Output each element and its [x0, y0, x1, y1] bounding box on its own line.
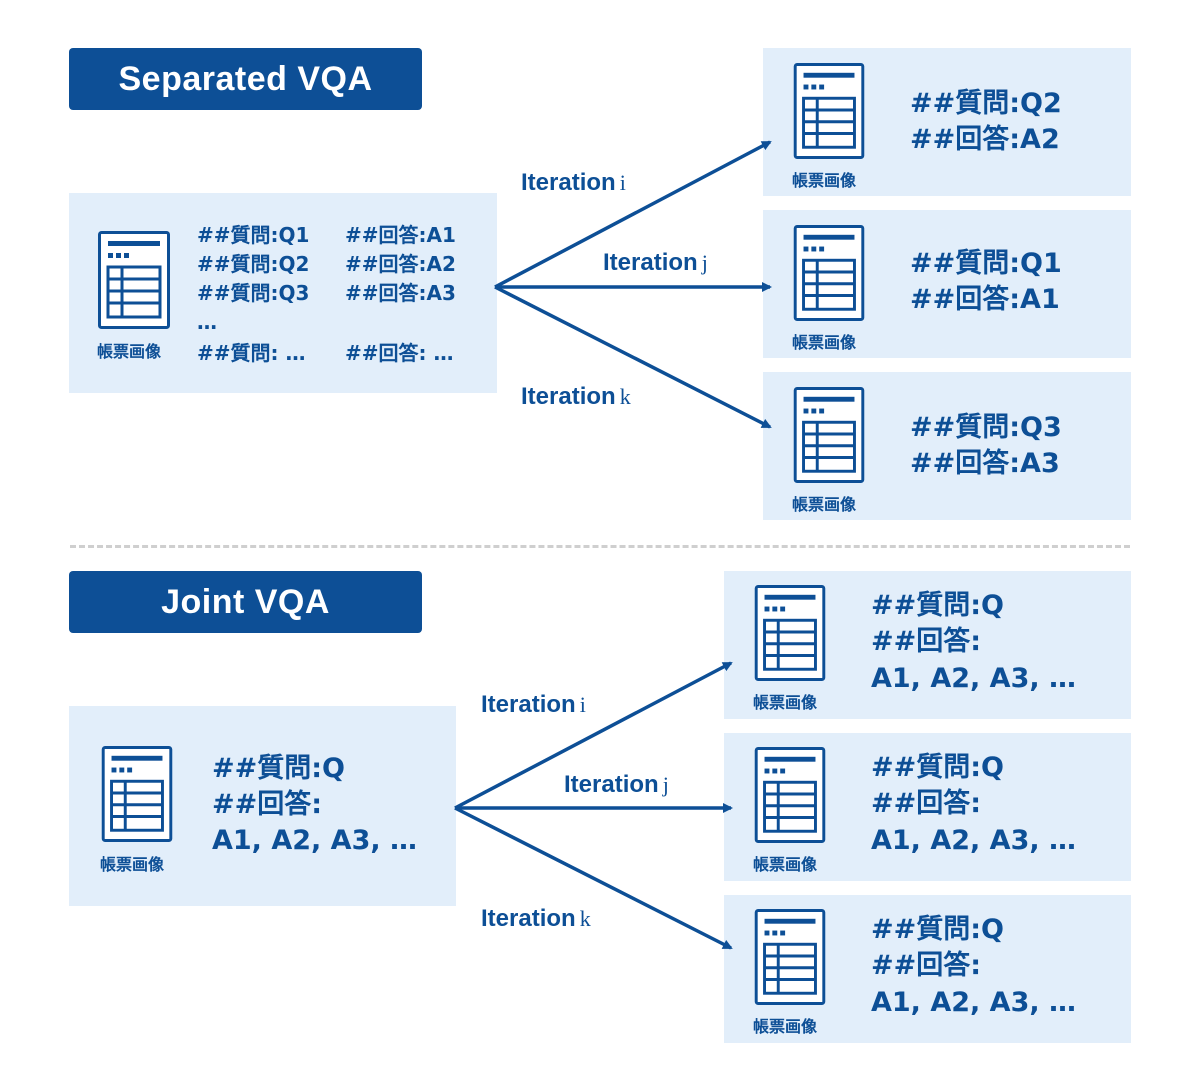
- joint-vqa-title: Joint VQA: [69, 571, 422, 633]
- arrow-iteration-i: [454, 661, 733, 810]
- ellipsis-text: …: [197, 310, 217, 334]
- arrow-iteration-i: [494, 140, 772, 289]
- document-label: 帳票画像: [792, 333, 857, 352]
- question-text: ##質問:Q1: [197, 223, 310, 247]
- question-text: ##質問:Q2: [910, 88, 1062, 119]
- answers-text: A1, A2, A3, …: [871, 663, 1077, 694]
- answer-text: ##回答:: [871, 788, 982, 819]
- question-text: ##質問:Q1: [910, 248, 1062, 279]
- document-icon: [98, 231, 170, 329]
- document-icon: [754, 585, 826, 681]
- answer-text: ##回答:A1: [910, 284, 1060, 315]
- document-icon: [101, 746, 173, 842]
- question-text: ##質問: …: [197, 341, 306, 365]
- question-text: ##質問:Q2: [197, 252, 310, 276]
- document-label: 帳票画像: [792, 495, 857, 514]
- answer-text: ##回答:A2: [910, 124, 1060, 155]
- answer-text: ##回答:A3: [910, 448, 1060, 479]
- document-label: 帳票画像: [753, 855, 818, 874]
- answer-text: ##回答:: [871, 950, 982, 981]
- document-icon: [754, 747, 826, 843]
- question-text: ##質問:Q: [871, 590, 1004, 621]
- section-divider: [70, 545, 1130, 548]
- question-text: ##質問:Q: [212, 753, 345, 784]
- question-text: ##質問:Q3: [197, 281, 310, 305]
- question-text: ##質問:Q3: [910, 412, 1062, 443]
- answer-text: ##回答:A2: [345, 252, 456, 276]
- arrow-iteration-k: [494, 285, 772, 429]
- answers-text: A1, A2, A3, …: [871, 825, 1077, 856]
- answer-text: ##回答:: [871, 626, 982, 657]
- document-label: 帳票画像: [97, 342, 162, 361]
- answer-text: ##回答:: [212, 789, 323, 820]
- separated-vqa-title: Separated VQA: [69, 48, 422, 110]
- document-icon: [793, 387, 865, 483]
- arrow-iteration-k: [454, 806, 733, 950]
- document-icon: [793, 63, 865, 159]
- document-icon: [793, 225, 865, 321]
- answers-text: A1, A2, A3, …: [871, 987, 1077, 1018]
- answer-text: ##回答:A1: [345, 223, 456, 247]
- document-label: 帳票画像: [100, 855, 165, 874]
- document-icon: [754, 909, 826, 1005]
- question-text: ##質問:Q: [871, 752, 1004, 783]
- document-label: 帳票画像: [753, 693, 818, 712]
- question-text: ##質問:Q: [871, 914, 1004, 945]
- answer-text: ##回答:A3: [345, 281, 456, 305]
- answers-text: A1, A2, A3, …: [212, 825, 418, 856]
- document-label: 帳票画像: [753, 1017, 818, 1036]
- document-label: 帳票画像: [792, 171, 857, 190]
- answer-text: ##回答: …: [345, 341, 454, 365]
